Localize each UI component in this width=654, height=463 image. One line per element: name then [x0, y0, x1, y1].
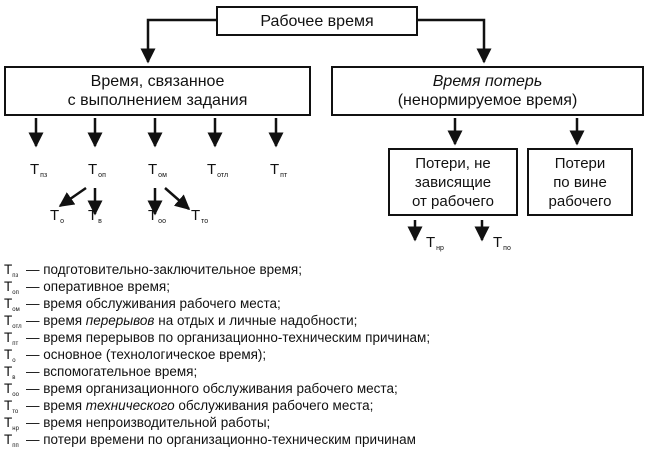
legend-row-op: Tоп— оперативное время; [4, 279, 170, 296]
symbol-t-to: Tто [191, 207, 209, 225]
legend-row-om: Tом— время обслуживания рабочего места; [4, 296, 281, 313]
symbol-t-pz: Tпз [30, 161, 48, 179]
legend-row-otl: Tотл— время перерывов на отдых и личные … [4, 313, 358, 330]
symbol-t-op: Tоп [88, 161, 106, 179]
legend-row-nr: Tнр— время непроизводительной работы; [4, 415, 271, 432]
loss-not-worker-label: Потери, не зависящие от рабочего [412, 154, 494, 210]
root-box: Рабочее время [216, 6, 418, 36]
symbol-t-om: Tом [148, 161, 167, 179]
legend-row-o: Tо— основное (технологическое время); [4, 347, 267, 364]
symbol-t-pt: Tпт [270, 161, 288, 179]
legend-row-pz: Tпз— подготовительно-заключительное врем… [4, 262, 302, 279]
symbol-t-po: Tпо [493, 234, 511, 252]
legend-row-oo: Tоо— время организационного обслуживания… [4, 381, 398, 398]
task-time-box: Время, связанное с выполнением задания [4, 66, 311, 116]
loss-time-box: Время потерь (ненормируемое время) [331, 66, 644, 116]
symbol-t-otl: Tотл [207, 161, 229, 179]
symbol-t-nr: Tнр [426, 234, 444, 252]
symbol-t-o: Tо [50, 207, 65, 225]
loss-worker-label: Потери по вине рабочего [548, 154, 612, 210]
loss-time-subtitle: (ненормируемое время) [397, 92, 578, 109]
loss-time-title: Время потерь [432, 73, 543, 90]
legend-row-v: Tв— вспомогательное время; [4, 364, 198, 381]
legend-row-to: Tто— время технического обслуживания раб… [4, 398, 374, 415]
root-box-label: Рабочее время [260, 12, 374, 30]
legend-row-pt: Tпт— время перерывов по организационно-т… [4, 330, 431, 347]
symbol-t-oo: Tоо [148, 207, 166, 225]
loss-worker-box: Потери по вине рабочего [527, 148, 633, 216]
symbol-t-v: Tв [88, 207, 102, 225]
task-time-label: Время, связанное с выполнением задания [67, 73, 248, 109]
loss-not-worker-box: Потери, не зависящие от рабочего [388, 148, 518, 216]
legend-row-pp: Tпп— потери времени по организационно-те… [4, 432, 416, 449]
